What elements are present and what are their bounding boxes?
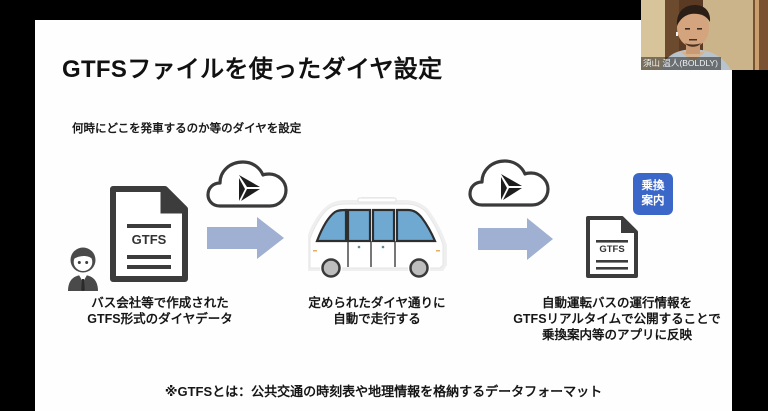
badge-line: 乗換 xyxy=(641,180,665,192)
step-1-caption: バス会社等で作成された GTFS形式のダイヤデータ xyxy=(55,295,265,327)
bus-icon xyxy=(300,195,452,283)
gtfs-document-icon: GTFS xyxy=(585,215,639,279)
participant-video-thumbnail[interactable]: 須山 温人(BOLDLY) xyxy=(641,0,768,70)
presentation-slide: GTFSファイルを使ったダイヤ設定 何時にどこを発車するのか等のダイヤを設定 xyxy=(35,20,732,411)
gtfs-definition-footnote: ※GTFSとは：公共交通の時刻表や地理情報を格納するデータフォーマット xyxy=(164,384,603,399)
dispatcher-cloud-icon xyxy=(468,157,550,209)
document-label: GTFS xyxy=(131,232,167,247)
step-2-caption: 定められたダイヤ通りに 自動で走行する xyxy=(272,295,482,327)
badge-line: 案内 xyxy=(641,195,665,207)
person-icon xyxy=(66,244,100,292)
gtfs-document-icon: GTFS xyxy=(109,185,189,283)
step-3-caption: 自動運転バスの運行情報を GTFSリアルタイムで公開することで 乗換案内等のアプ… xyxy=(502,295,732,343)
slide-subtitle: 何時にどこを発車するのか等のダイヤを設定 xyxy=(72,123,302,135)
participant-name-label: 須山 温人(BOLDLY) xyxy=(641,57,721,70)
caption-line: 定められたダイヤ通りに xyxy=(308,296,446,310)
caption-line: 自動運転バスの運行情報を xyxy=(541,296,692,310)
caption-line: 乗換案内等のアプリに反映 xyxy=(541,328,692,342)
caption-line: GTFSリアルタイムで公開することで xyxy=(513,312,721,326)
caption-line: GTFS形式のダイヤデータ xyxy=(87,312,233,326)
arrow-right-icon xyxy=(207,217,285,259)
slide-title: GTFSファイルを使ったダイヤ設定 xyxy=(62,56,443,83)
document-label: GTFS xyxy=(599,244,625,255)
dispatcher-cloud-icon xyxy=(206,158,288,210)
caption-line: バス会社等で作成された xyxy=(91,296,229,310)
transit-app-badge: 乗換 案内 xyxy=(633,173,673,215)
caption-line: 自動で走行する xyxy=(333,312,421,326)
arrow-right-icon xyxy=(478,218,554,260)
